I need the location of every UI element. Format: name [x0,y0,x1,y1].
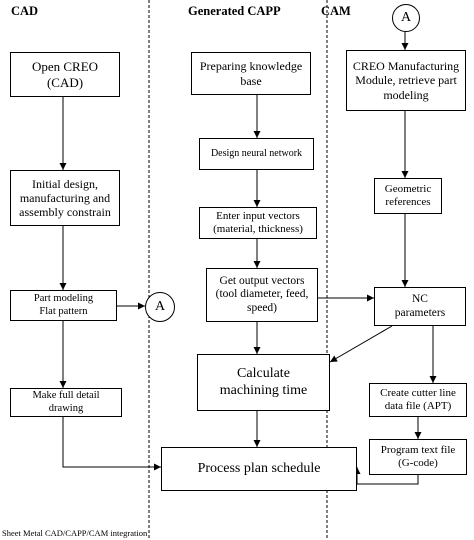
box-program-text-line-1: Program text file [380,444,456,457]
box-input-vectors-line-1: Enter input vectors [216,210,300,223]
lane-title-cad: CAD [11,4,39,18]
box-open-creo-line-1: Open CREO [31,59,99,75]
box-initial-design-line-2: manufacturing and [19,190,111,205]
box-calc-time-line-2: machining time [219,382,308,398]
box-open-creo: Open CREO(CAD) [10,52,120,97]
box-geometric-refs-line-1: Geometric [384,183,432,196]
arrow-program-text-to-process-plan [353,467,419,485]
box-output-vectors-line-3: speed) [246,301,277,314]
box-nc-params-line-2: parameters [394,306,446,319]
box-preparing-kb-line-2: base [240,73,262,88]
box-cutter-line-line-2: data file (APT) [384,400,452,412]
box-get-output-vectors: Get output vectors(tool diameter, feed,s… [206,268,318,322]
box-enter-input-vectors: Enter input vectors(material, thickness) [199,207,317,239]
box-preparing-kb-line-1: Preparing knowledge [199,59,303,74]
arrow-nc-params-to-calc-time [329,325,393,363]
box-open-creo-line-2: (CAD) [46,74,84,90]
box-initial-design-line-3: assembly constrain [19,205,111,220]
box-geometric-refs-line-2: references [385,196,431,208]
box-cutter-line-line-1: Create cutter line [380,387,456,400]
box-program-text-line-2: (G-code) [398,457,438,469]
box-full-detail-drawing: Make full detail drawing [10,388,122,417]
figure-caption: Sheet Metal CAD/CAPP/CAM integration [2,528,148,538]
box-calc-time-line-1: Calculate [237,365,290,381]
lane-title-cam: CAM [321,4,351,18]
connector-a-top: A [392,4,420,32]
connector-a-left: A [145,292,175,322]
box-full-detail-line-1: Make full detail drawing [32,390,100,414]
box-part-modeling-line-2: Flat pattern [39,305,88,317]
box-process-plan-schedule: Process plan schedule [161,447,357,491]
box-part-modeling-line-1: Part modeling [33,293,94,305]
box-process-plan-line-1: Process plan schedule [197,460,321,476]
box-creo-mfg-line-1: CREO Manufacturing [352,59,460,74]
box-output-vectors-line-2: (tool diameter, feed, [215,288,309,301]
box-nc-params-line-1: NC [412,292,428,305]
arrow-full-detail-to-process-plan [62,417,161,471]
box-creo-mfg-line-3: modeling [383,87,429,102]
lane-title-capp: Generated CAPP [188,4,281,18]
box-design-neural-network: Design neural network [199,138,314,170]
box-design-nn-line-1: Design neural network [210,148,303,160]
box-input-vectors-line-2: (material, thickness) [213,223,303,235]
box-output-vectors-line-1: Get output vectors [219,274,305,287]
box-program-text-file: Program text file(G-code) [369,439,467,475]
box-creo-mfg-line-2: Module, retrieve part [355,73,457,88]
box-initial-design-line-1: Initial design, [32,176,98,191]
